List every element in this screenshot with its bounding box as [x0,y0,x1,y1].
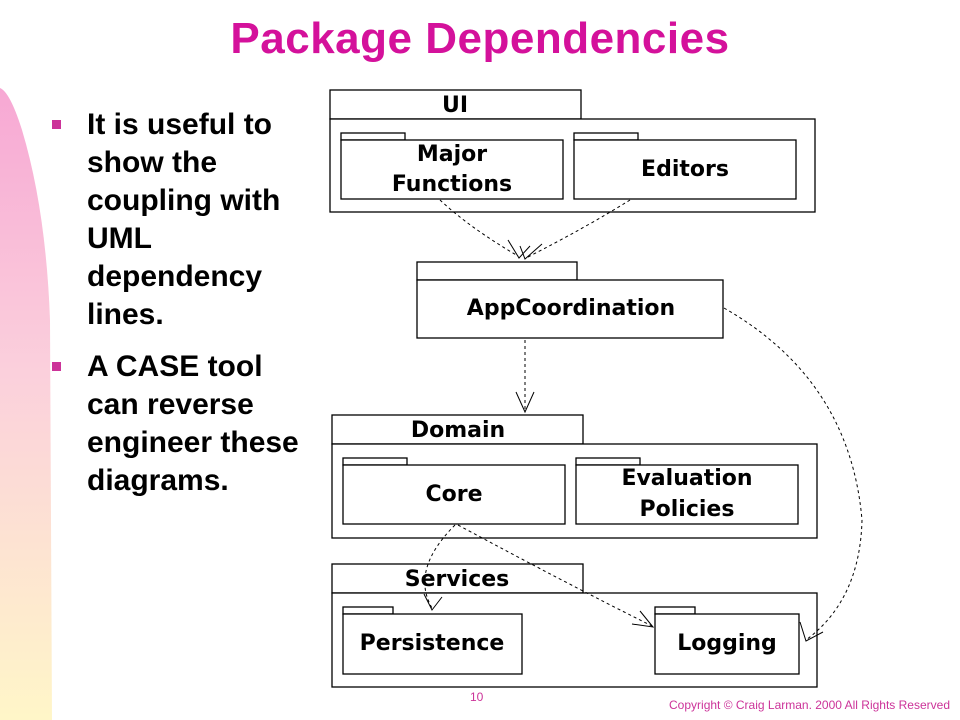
bullet-text: It is useful to show the coupling with U… [87,108,281,331]
page-number: 10 [470,690,484,704]
package-evaluation-policies [575,457,799,525]
package-label-persistence: Persistence [360,631,505,656]
bullet-item: It is useful to show the coupling with U… [52,106,314,334]
dep-major-functions-to-appcoord [439,199,519,257]
package-label-logging: Logging [677,631,777,656]
package-label-evaluation-policies: Policies [640,497,735,522]
dep-editors-to-appcoord [525,199,631,259]
dependency-lines [424,199,863,641]
bullet-square-icon [52,120,61,129]
decorative-side-band [0,88,52,720]
package-label-services: Services [405,567,510,592]
package-major-functions [340,132,564,200]
package-label-core: Core [425,482,482,507]
package-editors [573,132,797,200]
bullet-list: It is useful to show the coupling with U… [52,106,314,514]
bullet-item: A CASE tool can reverse engineer these d… [52,348,314,500]
dep-core-to-persistence [424,524,456,609]
dep-core-to-logging [457,524,653,627]
package-label-ui: UI [442,93,468,118]
package-label-editors: Editors [641,157,729,182]
dependency-arrowheads [423,239,824,642]
bullet-text: A CASE tool can reverse engineer these d… [87,350,299,497]
dep-appcoord-to-logging [723,307,863,641]
slide-title: Package Dependencies [230,14,730,63]
package-persistence [342,606,523,675]
package-label-evaluation-policies: Evaluation [621,466,752,491]
package-label-major-functions: Major [417,142,487,167]
package-label-app-coordination: AppCoordination [467,296,675,321]
package-logging [654,606,800,675]
package-label-domain: Domain [411,418,505,443]
copyright-notice: Copyright © Craig Larman. 2000 All Right… [669,698,950,712]
bullet-square-icon [52,362,61,371]
package-label-major-functions: Functions [392,172,512,197]
package-app-coordination [416,261,724,339]
package-core [342,457,566,525]
